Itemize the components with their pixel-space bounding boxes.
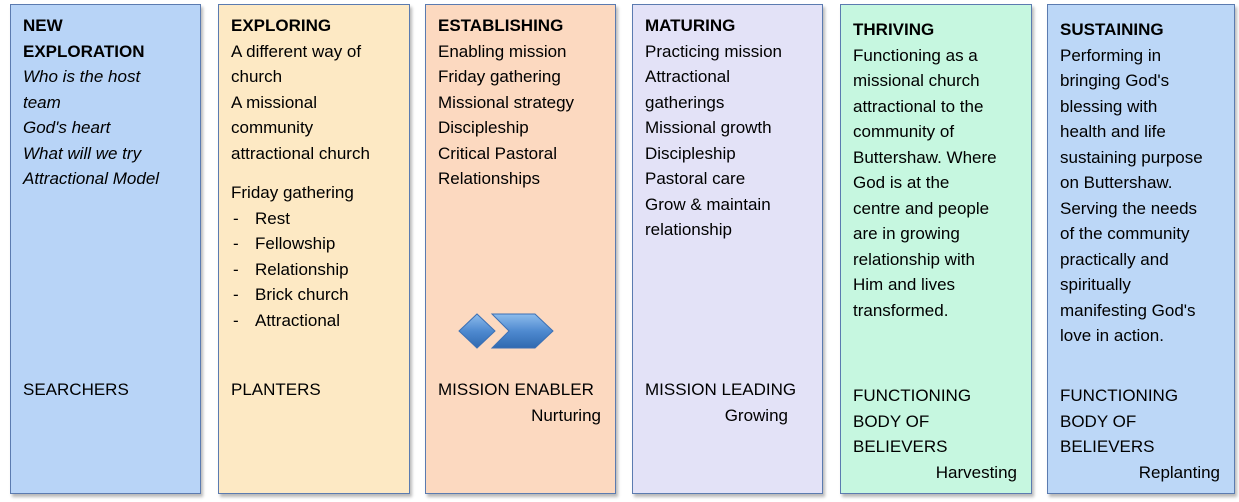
stage-body-line: Functioning as a [853,45,978,65]
stage-body-line: Attractional [645,67,731,86]
stage-phase-label: Nurturing [531,405,601,425]
stage-question: God's heart [23,118,111,137]
stage-body-line: attractional to the [853,96,984,116]
stage-question: Attractional Model [23,169,160,188]
list-item: -Fellowship [231,231,399,257]
list-marker: - [233,208,239,228]
stage-body-line: Missional growth [645,118,772,137]
stage-body-line: Critical Pastoral [438,143,558,163]
stage-body-line: blessing with [1060,96,1158,116]
stage-role-label: SEARCHERS [23,380,129,399]
stage-body-line: Grow & maintain [645,194,771,214]
stage-role: FUNCTIONING BODY OF BELIEVERS Replanting [1060,383,1224,485]
stage-body-line: Serving the needs [1060,198,1198,218]
list-marker: - [233,310,239,330]
stage-body-line: Buttershaw. Where [853,147,997,167]
stage-question: Who is the host [23,67,141,86]
stage-body-line: centre and people [853,198,990,218]
stage-role: FUNCTIONING BODY OF BELIEVERS Harvesting [853,383,1021,485]
stage-question: What will we try [23,143,142,163]
stage-body-line: transformed. [853,300,949,320]
list-item-label: Attractional [255,310,341,330]
stage-role-label: BODY OF [1060,411,1137,431]
list-marker: - [233,285,239,304]
stage-body-line: bringing God's [1060,71,1170,90]
stage-phase-label: Harvesting [935,462,1017,482]
arrow-diamond [458,313,496,349]
stage-title-line: MATURING [645,16,736,35]
stage-body-line: Discipleship [438,118,529,137]
list-item: -Rest [231,206,399,232]
list-item-label: Brick church [255,285,349,304]
stage-phase-label: Growing [724,405,788,425]
stage-body-line: Practicing mission [645,41,782,61]
stage-body-line: practically and [1060,249,1169,269]
stage-role: MISSION ENABLER Nurturing [438,377,605,428]
stage-body-line: sustaining purpose [1060,147,1203,167]
stage-role: PLANTERS [231,377,399,403]
stage-body-line: of the community [1060,224,1190,243]
stage-subheading: Friday gathering [231,183,354,202]
stage-establishing: ESTABLISHING Enabling mission Friday gat… [425,4,616,494]
stage-body-line: missional church [853,71,980,90]
stage-body-line: Pastoral care [645,169,746,188]
list-marker: - [233,234,239,253]
stage-body-line: relationship [645,220,732,239]
chevron-arrow-icon [458,313,554,349]
stage-question: team [23,92,61,112]
stage-sustaining: SUSTAINING Performing in bringing God's … [1047,4,1235,494]
stage-role-label: PLANTERS [231,380,321,399]
list-item-label: Rest [255,208,290,228]
stage-body-line: manifesting God's [1060,300,1196,320]
stage-body-line: Performing in [1060,45,1162,65]
stage-role-label: BODY OF [853,411,930,431]
stage-body-line: community [231,118,314,137]
stage-body-line: gatherings [645,92,725,112]
stage-body-line: relationship with [853,249,975,269]
stage-title-line: THRIVING [853,20,935,39]
stage-body-line: spiritually [1060,275,1131,294]
stage-title-line: EXPLORING [231,16,332,35]
list-marker: - [233,259,239,279]
stage-role-label: BELIEVERS [1060,437,1155,456]
stage-body-line: are in growing [853,224,960,243]
stage-body-line: Friday gathering [438,67,561,86]
stage-body-line: health and life [1060,122,1166,141]
stage-body-line: Him and lives [853,275,956,294]
stage-title-line: SUSTAINING [1060,20,1164,39]
stage-body-line: Discipleship [645,143,736,163]
stage-role: SEARCHERS [23,377,190,403]
stage-role-label: MISSION LEADING [645,380,797,399]
stage-body-line: community of [853,122,955,141]
arrow-chevron [490,313,554,349]
stage-thriving: THRIVING Functioning as a missional chur… [840,4,1032,494]
list-item: -Relationship [231,257,399,283]
stage-body-line: Enabling mission [438,41,567,61]
stage-title-line: ESTABLISHING [438,16,564,35]
stage-title-line: EXPLORATION [23,41,145,61]
stage-role-label: FUNCTIONING [853,386,972,405]
list-item: -Brick church [231,282,399,308]
stage-phase-label: Replanting [1138,462,1220,482]
stage-role-label: FUNCTIONING [1060,386,1179,405]
list-item-label: Fellowship [255,234,336,253]
stage-body-line: attractional church [231,143,370,163]
stage-new-exploration: NEW EXPLORATION Who is the host team God… [10,4,201,494]
stage-body-line: God is at the [853,173,950,192]
stage-body-line: Missional strategy [438,92,575,112]
stage-body-line: love in action. [1060,326,1164,345]
list-item: -Attractional [231,308,399,334]
stage-role: MISSION LEADING Growing [645,377,812,428]
stage-role-label: MISSION ENABLER [438,380,594,399]
stage-body-line: A different way of [231,41,362,61]
stage-maturing: MATURING Practicing mission Attractional… [632,4,823,494]
stage-exploring: EXPLORING A different way of church A mi… [218,4,410,494]
stage-title-line: NEW [23,16,63,35]
list-item-label: Relationship [255,259,349,279]
stage-body-line: on Buttershaw. [1060,173,1173,192]
stage-body-line: church [231,67,283,86]
stage-body-line: A missional [231,92,317,112]
stage-role-label: BELIEVERS [853,437,948,456]
stage-body-line: Relationships [438,169,541,188]
